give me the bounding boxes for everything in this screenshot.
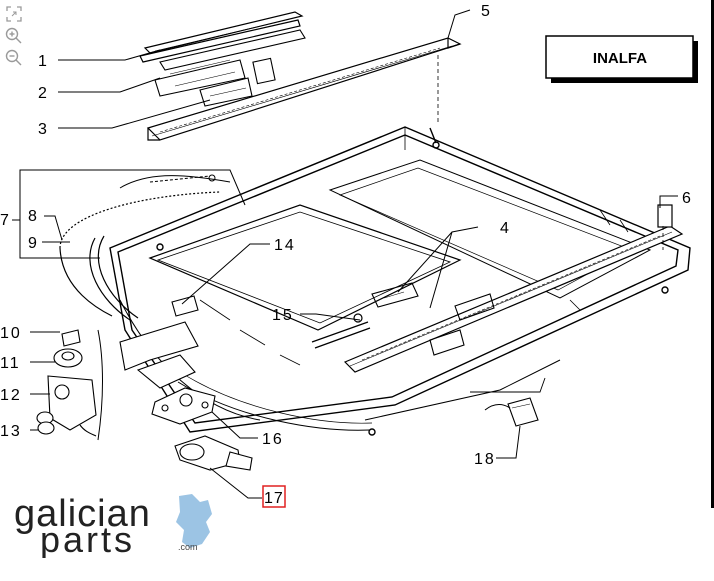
callout-labels: 1 2 3 4 5 6 7 8 9 10 11 12 13 14 15 16 1… [0,3,691,507]
callout-3[interactable]: 3 [38,121,47,138]
brand-line1: galician [14,493,151,535]
callout-8[interactable]: 8 [28,208,37,225]
brand-logo[interactable]: galician parts .com [14,492,214,560]
part-4-drawing [371,282,495,356]
part-6-drawing [343,204,684,373]
part-12-drawing [47,375,97,437]
callout-11[interactable]: 11 [0,355,21,372]
callout-4[interactable]: 4 [500,220,509,237]
callout-10[interactable]: 10 [0,325,22,342]
image-frame-edge [711,0,714,508]
part-11-drawing [53,348,83,368]
alignment-lines [437,55,664,250]
part-18-drawing [470,377,546,427]
callout-5[interactable]: 5 [481,3,490,20]
group-bracket [97,329,103,441]
callout-17[interactable]: 17 [264,490,284,507]
callout-1[interactable]: 1 [38,53,47,70]
part-14-drawing [119,295,199,389]
callout-6[interactable]: 6 [682,190,691,207]
part-1-drawing [139,11,304,63]
brand-suffix: .com [178,542,198,552]
part-5-drawing [146,37,462,141]
callout-9[interactable]: 9 [28,235,37,252]
galicia-map-shape [176,494,212,548]
brand-line2: parts [40,519,135,558]
part-8-cable [59,191,221,317]
leader-lines [12,9,678,499]
callout-7[interactable]: 7 [0,212,9,229]
part-10-drawing [61,329,81,347]
callout-14[interactable]: 14 [274,237,296,254]
part-16-drawing [151,387,216,425]
part-3-drawing [199,77,253,107]
fullscreen-icon[interactable] [4,4,26,26]
part-17-drawing [174,435,253,471]
zoom-in-icon[interactable] [4,26,26,48]
callout-2[interactable]: 2 [38,85,47,102]
supplier-label: INALFA [593,50,647,67]
callout-18[interactable]: 18 [474,451,496,468]
part-9-seal [89,235,139,321]
callout-15[interactable]: 15 [272,307,294,324]
supplier-box: INALFA [545,35,698,83]
callout-12[interactable]: 12 [0,387,22,404]
sunroof-frame [109,126,691,436]
part-7-cable [119,174,231,189]
zoom-out-icon[interactable] [4,48,26,70]
callout-16[interactable]: 16 [262,431,284,448]
highlight-box-17[interactable] [262,485,286,508]
part-2-drawing [154,29,306,97]
callout-13[interactable]: 13 [0,423,22,440]
part-13-drawing [36,411,55,435]
